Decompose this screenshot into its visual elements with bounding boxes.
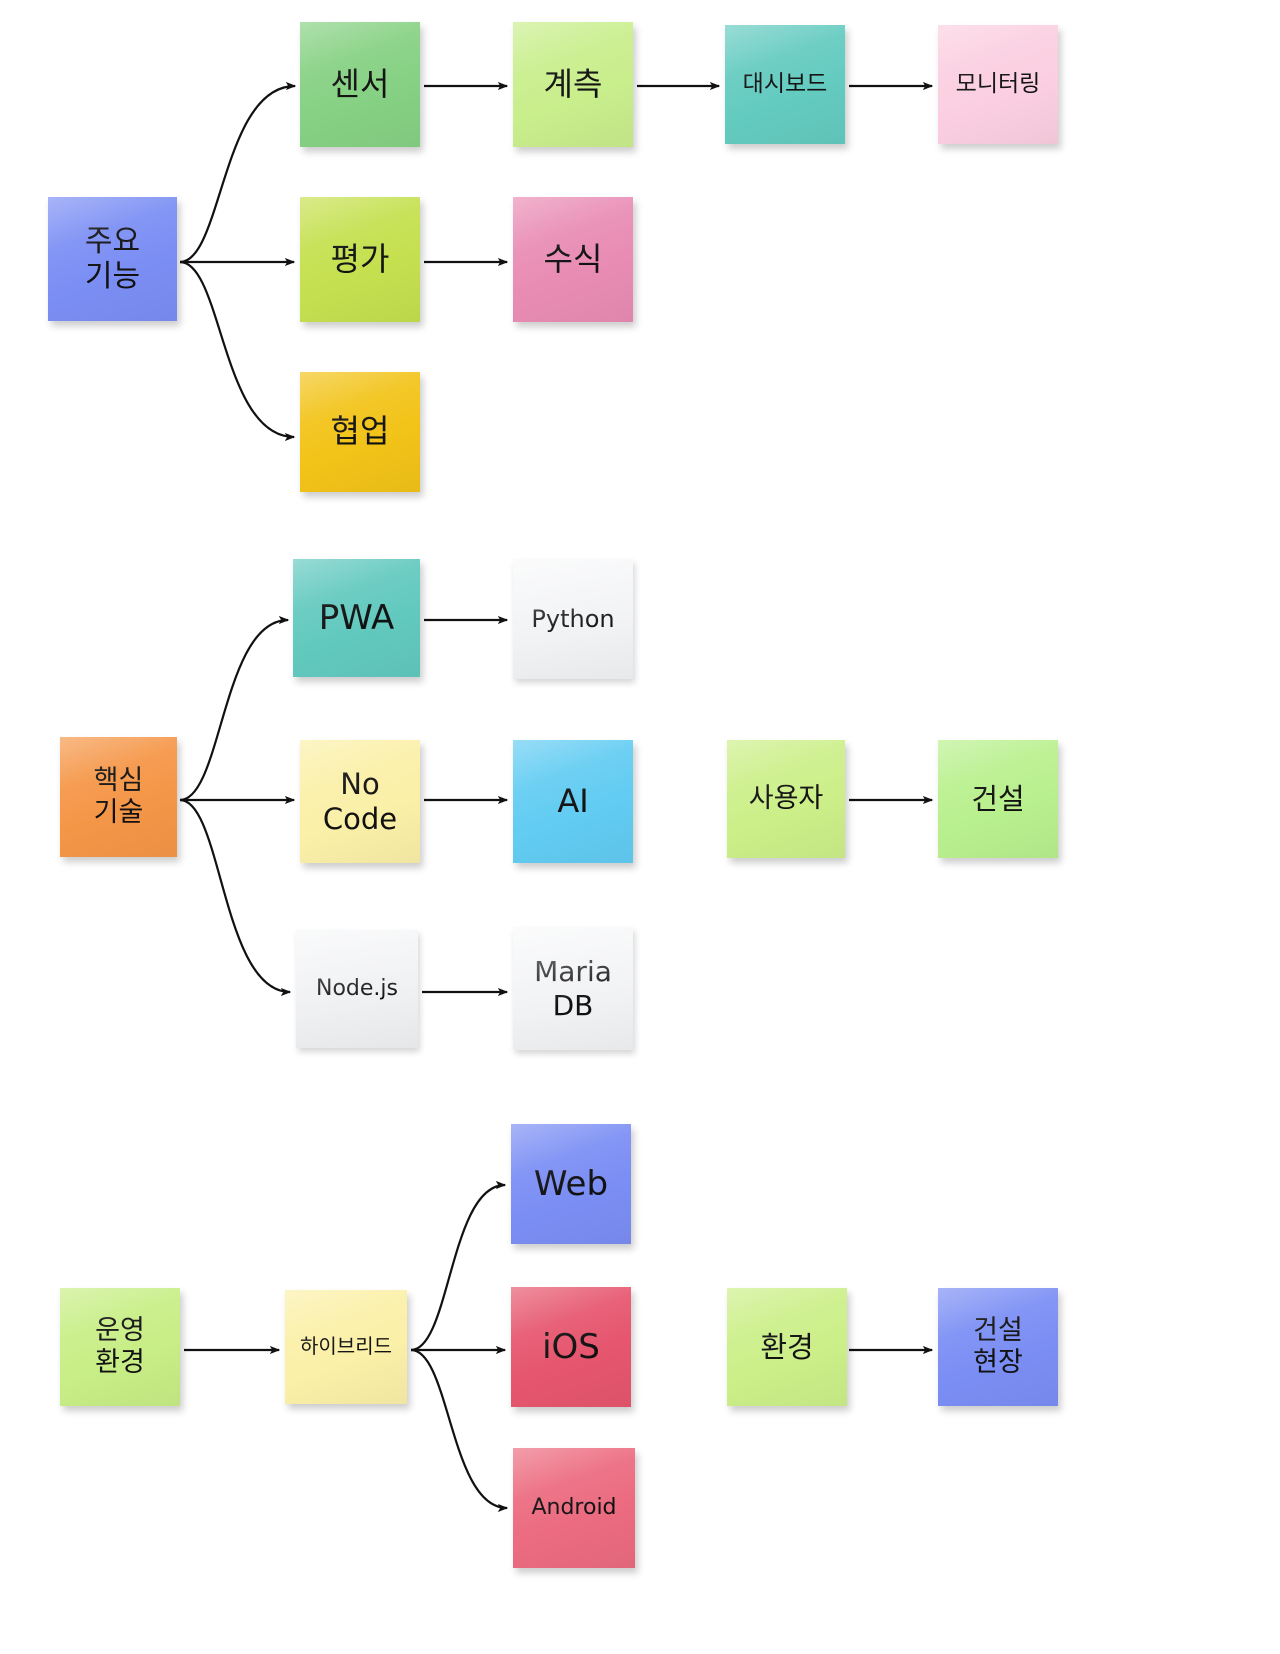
sticky-note-label: Maria DB — [534, 955, 612, 1022]
sticky-note-label: 환경 — [760, 1329, 814, 1364]
sticky-note-label: 주요 기능 — [84, 223, 141, 294]
sticky-note-label: 운영 환경 — [95, 1315, 145, 1378]
sticky-note-label: 모니터링 — [955, 70, 1041, 97]
connector-major-to-collaboration — [179, 260, 296, 442]
sticky-note-label: 수식 — [543, 239, 603, 278]
sticky-note-major-function[interactable]: 주요 기능 — [48, 197, 177, 321]
sticky-note-web[interactable]: Web — [511, 1124, 631, 1244]
sticky-note-label: No Code — [322, 767, 398, 836]
sticky-note-dashboard[interactable]: 대시보드 — [725, 25, 845, 144]
connector-major-to-sensor — [179, 81, 297, 264]
sticky-note-label: Web — [533, 1163, 609, 1204]
sticky-note-label: 핵심 기술 — [93, 765, 144, 828]
sticky-note-ios[interactable]: iOS — [511, 1287, 631, 1407]
sticky-note-measure[interactable]: 계측 — [513, 22, 633, 147]
sticky-note-evaluation[interactable]: 평가 — [300, 197, 420, 322]
connector-core-to-nodejs — [179, 798, 292, 997]
sticky-note-site[interactable]: 건설 현장 — [938, 1288, 1058, 1406]
sticky-note-label: 계측 — [543, 64, 603, 103]
sticky-note-android[interactable]: Android — [513, 1448, 635, 1568]
sticky-note-label: 건설 현장 — [973, 1315, 1023, 1378]
sticky-note-label: AI — [557, 781, 589, 820]
sticky-note-label: 건설 — [971, 781, 1025, 816]
sticky-note-label: 대시보드 — [742, 70, 828, 97]
sticky-note-nocode[interactable]: No Code — [300, 740, 420, 863]
sticky-note-mariadb[interactable]: Maria DB — [513, 927, 633, 1050]
sticky-note-label: 사용자 — [748, 783, 824, 815]
sticky-note-label: 센서 — [330, 64, 390, 103]
sticky-note-monitoring[interactable]: 모니터링 — [938, 25, 1058, 144]
sticky-note-formula[interactable]: 수식 — [513, 197, 633, 322]
sticky-note-label: PWA — [318, 597, 395, 638]
connector-hybrid-to-android — [410, 1348, 509, 1513]
sticky-note-core-tech[interactable]: 핵심 기술 — [60, 737, 177, 857]
sticky-note-label: Android — [531, 1495, 617, 1521]
connector-core-to-pwa — [179, 615, 290, 802]
sticky-note-ai[interactable]: AI — [513, 740, 633, 863]
sticky-note-user[interactable]: 사용자 — [727, 740, 845, 858]
sticky-note-label: 협업 — [330, 412, 390, 451]
sticky-note-collaboration[interactable]: 협업 — [300, 372, 420, 492]
sticky-note-label: iOS — [542, 1326, 600, 1367]
sticky-note-python[interactable]: Python — [513, 559, 633, 679]
sticky-note-sensor[interactable]: 센서 — [300, 22, 420, 147]
sticky-note-label: Node.js — [316, 976, 398, 1002]
sticky-note-label: 하이브리드 — [300, 1334, 392, 1359]
sticky-note-op-env[interactable]: 운영 환경 — [60, 1288, 180, 1406]
sticky-note-hybrid[interactable]: 하이브리드 — [285, 1290, 407, 1404]
sticky-note-label: 평가 — [330, 239, 390, 278]
connector-hybrid-to-web — [410, 1180, 507, 1352]
sticky-note-construction[interactable]: 건설 — [938, 740, 1058, 858]
sticky-note-pwa[interactable]: PWA — [293, 559, 420, 677]
sticky-note-environment[interactable]: 환경 — [727, 1288, 847, 1406]
sticky-note-nodejs[interactable]: Node.js — [296, 930, 418, 1048]
sticky-note-label: Python — [531, 604, 615, 633]
